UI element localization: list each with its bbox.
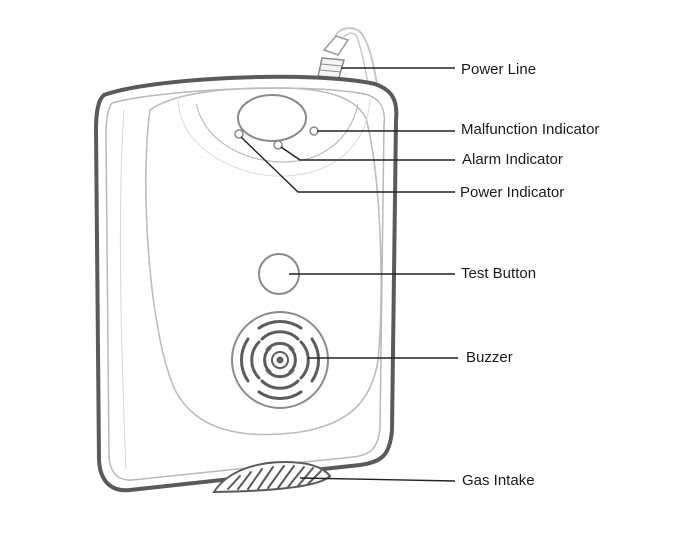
label-buzzer: Buzzer (466, 349, 513, 366)
power-indicator-led (234, 129, 244, 139)
malfunction-indicator-led (309, 126, 319, 136)
label-malfunction-indicator: Malfunction Indicator (461, 121, 600, 138)
buzzer-grille (231, 311, 329, 409)
display-window (237, 94, 307, 142)
label-test-button: Test Button (461, 265, 537, 282)
leader-line-alarm (280, 146, 455, 161)
leader-line-gas-intake (299, 477, 456, 482)
label-power-indicator: Power Indicator (460, 184, 565, 201)
leader-line-power-indicator (240, 136, 455, 193)
label-alarm-indicator: Alarm Indicator (462, 151, 563, 168)
detector-body (93, 74, 399, 493)
label-gas-intake: Gas Intake (462, 472, 535, 489)
gas-intake-vent (212, 460, 332, 494)
alarm-indicator-led (273, 140, 283, 150)
front-panel (145, 87, 382, 436)
label-power-line: Power Line (461, 61, 537, 78)
